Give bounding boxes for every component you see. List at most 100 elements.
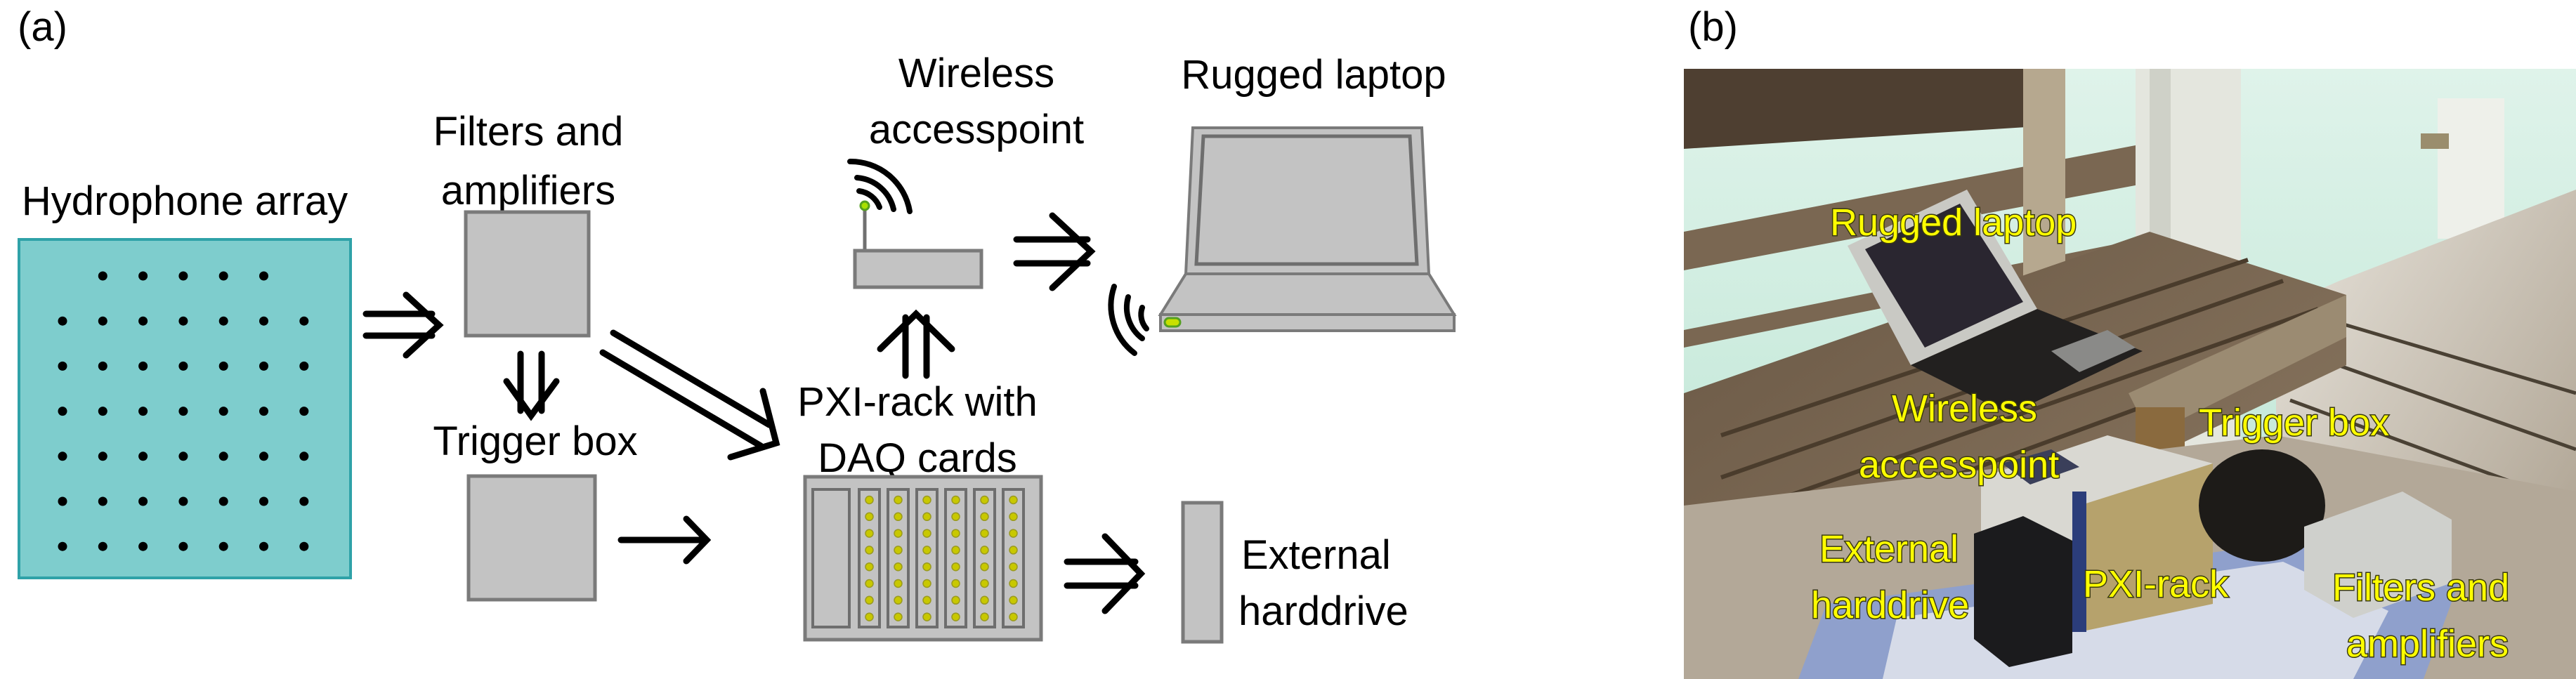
hydrophone-dot bbox=[218, 541, 228, 551]
hydrophone-dot bbox=[299, 361, 309, 371]
hydrophone-dot bbox=[259, 407, 268, 416]
hydrophone-dot bbox=[259, 316, 268, 326]
arrow-filters-to-pxi bbox=[599, 329, 780, 461]
harddrive-label-line1: External bbox=[1241, 532, 1391, 578]
hydrophone-dot bbox=[178, 496, 188, 506]
hydrophone-dot bbox=[138, 451, 148, 461]
daq-channel-led bbox=[894, 495, 903, 505]
hydrophone-dot bbox=[259, 451, 268, 461]
harddrive-label-line2: harddrive bbox=[1238, 588, 1408, 634]
daq-channel-led bbox=[865, 579, 874, 588]
pxi-label-line1: PXI-rack with bbox=[797, 379, 1038, 425]
photo-label-pxi: PXI-rack bbox=[2083, 563, 2229, 605]
daq-channel-led bbox=[1009, 546, 1018, 555]
daq-channel-led bbox=[1009, 495, 1018, 505]
daq-channel-led bbox=[1009, 579, 1018, 588]
daq-channel-led bbox=[865, 529, 874, 538]
hydrophone-dot bbox=[178, 451, 188, 461]
hydrophone-dot bbox=[178, 361, 188, 371]
daq-channel-led bbox=[980, 579, 989, 588]
hydrophone-dot bbox=[218, 407, 228, 416]
hydrophone-dot bbox=[138, 361, 148, 371]
trigger-box: Trigger box bbox=[433, 418, 638, 602]
daq-channel-led bbox=[1009, 612, 1018, 621]
daq-channel-led bbox=[951, 529, 960, 538]
photo-label-trigger: Trigger box bbox=[2199, 402, 2389, 444]
panel-b: (b) bbox=[1684, 4, 2576, 679]
hydrophone-dot bbox=[138, 316, 148, 326]
daq-channel-led bbox=[980, 612, 989, 621]
hydrophone-dot bbox=[178, 541, 188, 551]
hydrophone-dot bbox=[299, 407, 309, 416]
daq-channel-led bbox=[1009, 529, 1018, 538]
ap-led bbox=[859, 200, 870, 211]
hydrophone-dot bbox=[98, 451, 107, 461]
daq-channel-led bbox=[894, 512, 903, 522]
daq-card bbox=[915, 488, 939, 628]
hydrophone-dot bbox=[58, 541, 67, 551]
pxi-rack: PXI-rack with DAQ cards bbox=[797, 379, 1043, 642]
hydrophone-dot bbox=[178, 271, 188, 281]
hydrophone-dot bbox=[58, 407, 67, 416]
daq-channel-led bbox=[1009, 512, 1018, 522]
daq-channel-led bbox=[922, 512, 931, 522]
daq-channel-led bbox=[951, 495, 960, 505]
hydrophone-dot bbox=[218, 271, 228, 281]
daq-channel-led bbox=[922, 595, 931, 605]
daq-channel-led bbox=[980, 562, 989, 572]
daq-channel-led bbox=[865, 495, 874, 505]
hydrophone-dot bbox=[218, 496, 228, 506]
arrow-trigger-to-pxi bbox=[617, 515, 712, 565]
photo-label-filters-line1: Filters and bbox=[2332, 567, 2509, 609]
daq-channel-led bbox=[951, 512, 960, 522]
daq-channel-led bbox=[922, 495, 931, 505]
daq-channel-led bbox=[865, 595, 874, 605]
hydrophone-dot bbox=[58, 361, 67, 371]
filters-label-line2: amplifiers bbox=[441, 168, 615, 213]
daq-channel-led bbox=[951, 595, 960, 605]
trigger-box-label: Trigger box bbox=[433, 418, 637, 464]
hydrophone-dot bbox=[259, 496, 268, 506]
pxi-controller-slot bbox=[811, 488, 851, 628]
panel-a: (a) Hydrophone array Filters and amplifi… bbox=[18, 4, 1457, 644]
photo-label-hd-line2: harddrive bbox=[1811, 584, 1969, 626]
daq-channel-led bbox=[922, 546, 931, 555]
daq-channel-led bbox=[951, 612, 960, 621]
hydrophone-dot bbox=[138, 407, 148, 416]
filters-box bbox=[464, 210, 591, 338]
daq-channel-led bbox=[980, 546, 989, 555]
daq-channel-led bbox=[894, 579, 903, 588]
hydrophone-dot bbox=[58, 496, 67, 506]
harddrive-shape bbox=[1181, 501, 1224, 644]
daq-channel-led bbox=[894, 546, 903, 555]
hydrophone-dot bbox=[178, 407, 188, 416]
hydrophone-dots bbox=[58, 271, 309, 551]
field-photo bbox=[1684, 69, 2576, 679]
photo-label-hd-line1: External bbox=[1819, 528, 1959, 570]
photo-label-laptop: Rugged laptop bbox=[1830, 202, 2077, 244]
daq-channel-led bbox=[980, 495, 989, 505]
hydrophone-dot bbox=[98, 541, 107, 551]
wireless-accesspoint: Wireless accesspoint bbox=[847, 51, 1084, 289]
rugged-laptop: Rugged laptop bbox=[1108, 52, 1457, 356]
hydrophone-dot bbox=[299, 496, 309, 506]
daq-channel-led bbox=[951, 562, 960, 572]
daq-card bbox=[887, 488, 910, 628]
daq-channel-led bbox=[980, 512, 989, 522]
arrow-ap-to-laptop bbox=[1013, 212, 1096, 291]
hydrophone-array: Hydrophone array bbox=[18, 178, 352, 579]
daq-channel-led bbox=[980, 595, 989, 605]
trigger-box-shape bbox=[466, 474, 597, 602]
daq-channel-led bbox=[980, 529, 989, 538]
daq-channel-led bbox=[894, 562, 903, 572]
pxi-slots bbox=[811, 488, 1025, 628]
hydrophone-dot bbox=[98, 316, 107, 326]
daq-channel-led bbox=[865, 612, 874, 621]
external-harddrive: External harddrive bbox=[1181, 501, 1408, 644]
daq-channel-led bbox=[951, 579, 960, 588]
filters-amplifiers: Filters and amplifiers bbox=[433, 109, 623, 338]
hydrophone-dot bbox=[178, 316, 188, 326]
laptop-led bbox=[1163, 317, 1182, 328]
laptop-front bbox=[1159, 313, 1456, 332]
